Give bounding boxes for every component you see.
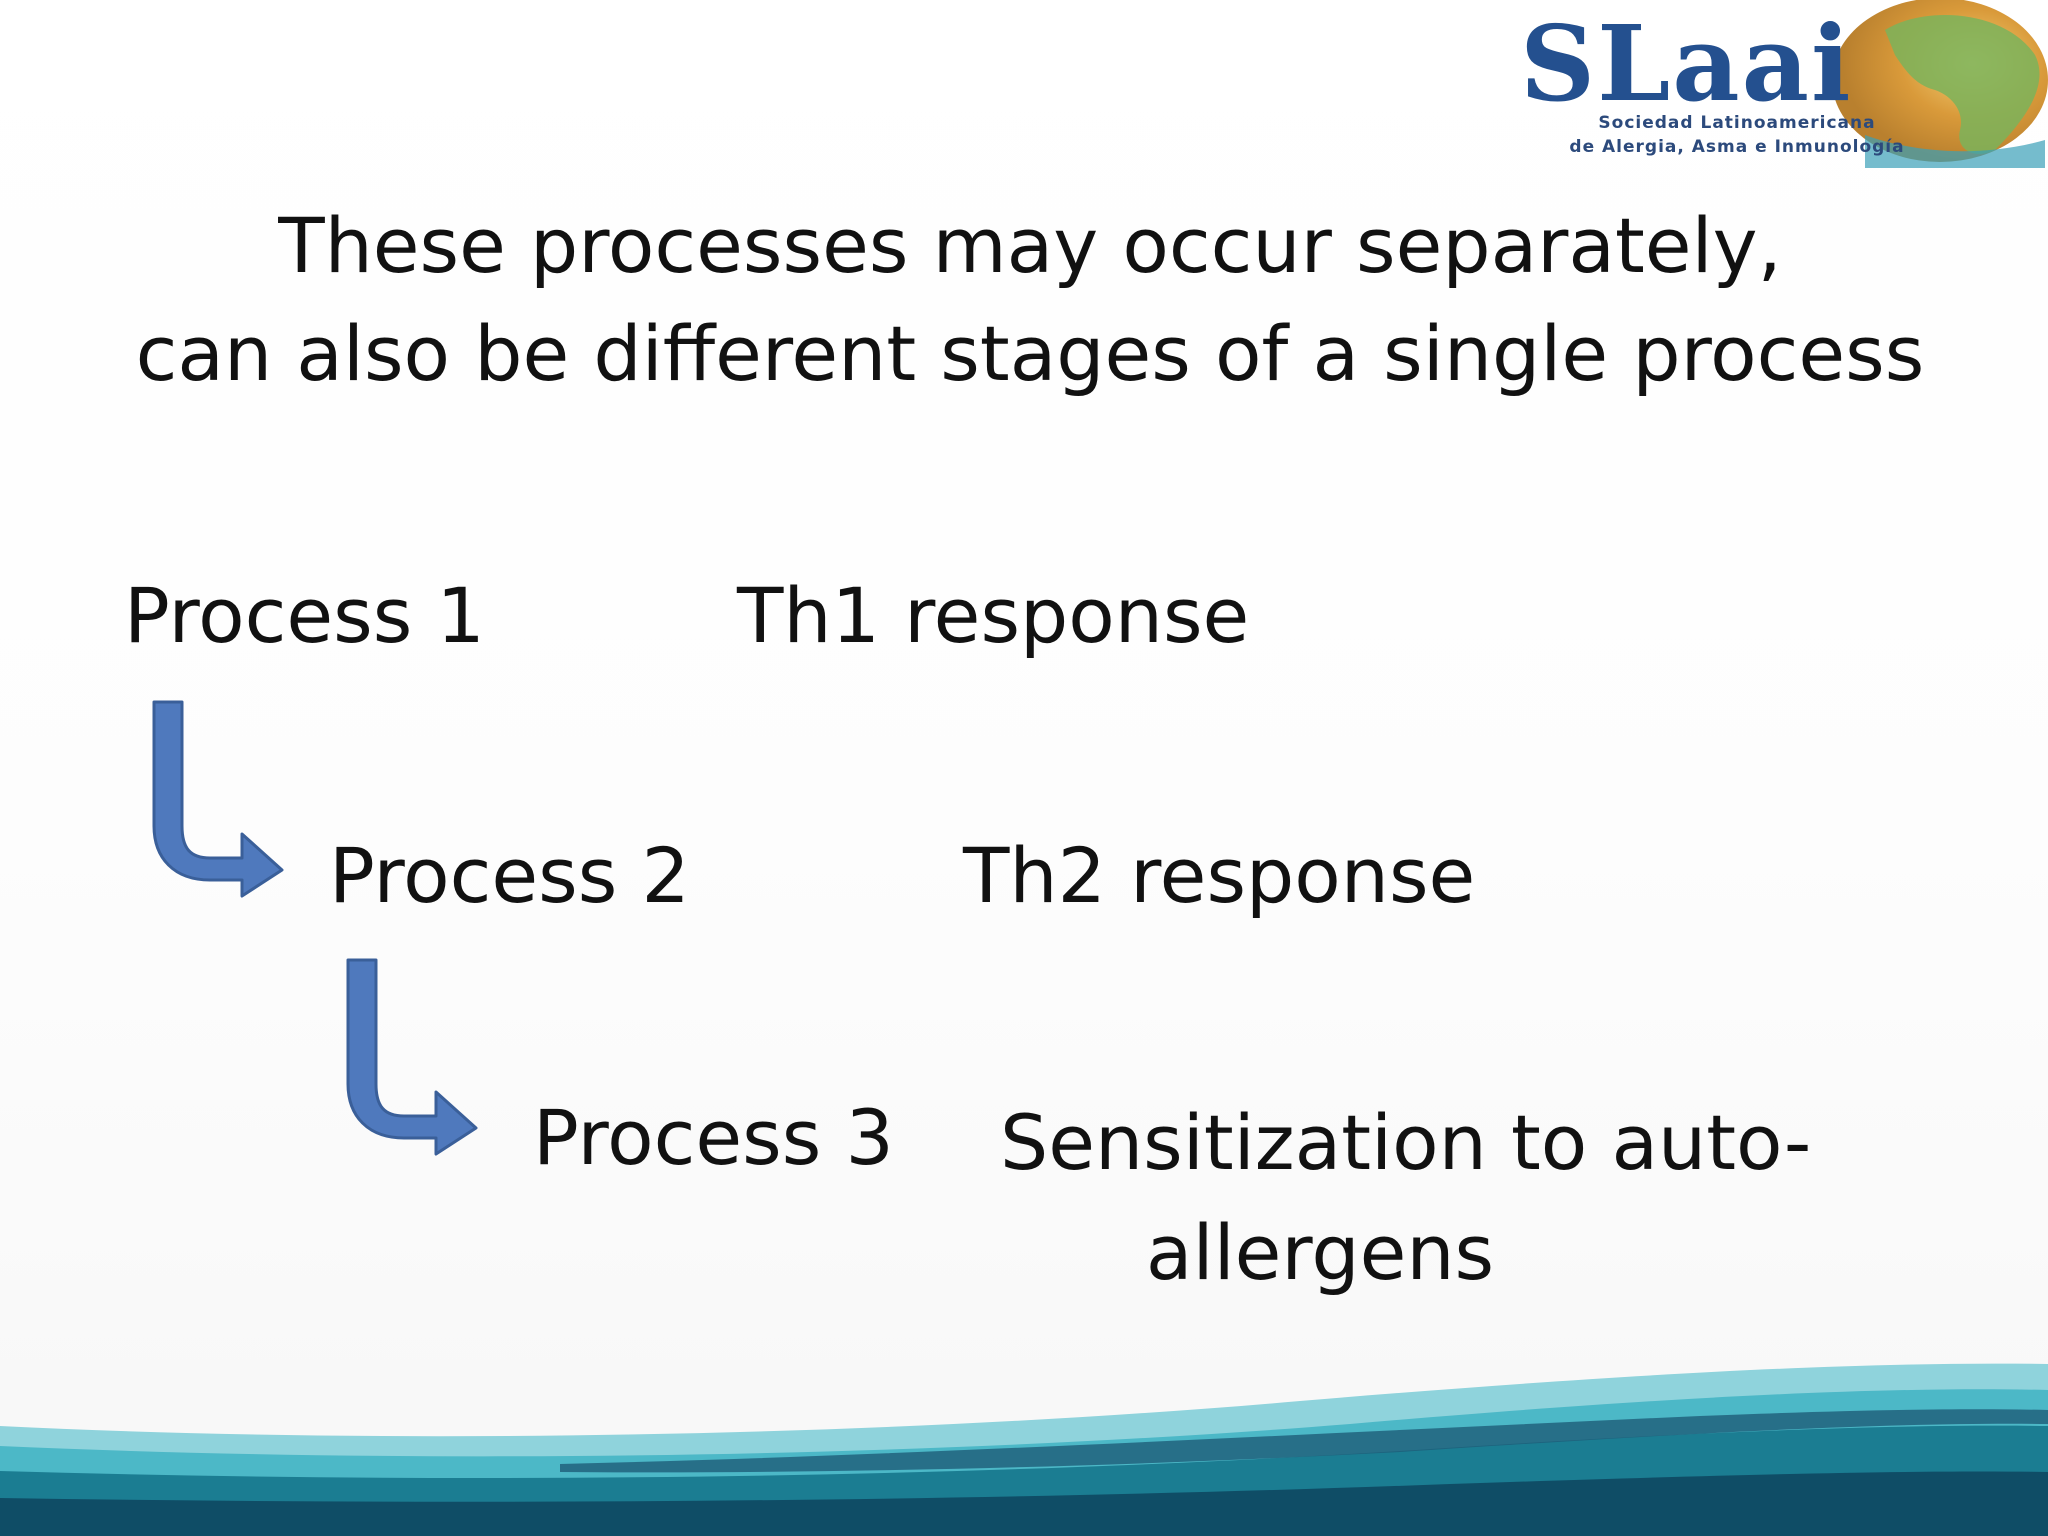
process-3-response-line-1: Sensitization to auto- <box>1000 1098 1812 1187</box>
logo-subtitle-line1: Sociedad Latinoamericana <box>1598 113 1876 133</box>
logo-subtitle-line2: de Alergia, Asma e Inmunología <box>1569 137 1905 157</box>
title-line-1: These processes may occur separately, <box>278 201 1782 290</box>
process-3-response-line-2: allergens <box>1145 1208 1495 1297</box>
slaai-logo: SLaai Sociedad Latinoamericana de Alergi… <box>1505 0 2048 168</box>
process-2-label: Process 2 <box>329 831 690 920</box>
process-1-response: Th1 response <box>737 571 1250 660</box>
process-3-response: Sensitization to auto- allergens <box>1000 1088 1812 1308</box>
process-2-response: Th2 response <box>963 831 1476 920</box>
title-line-2: can also be different stages of a single… <box>135 309 1925 398</box>
bottom-wave <box>0 1363 2048 1536</box>
bent-arrow-icon <box>340 956 480 1166</box>
bent-arrow-icon <box>146 698 286 908</box>
logo-graphic: SLaai <box>1520 0 2048 168</box>
process-1-label: Process 1 <box>124 571 485 660</box>
process-3-label: Process 3 <box>533 1093 894 1182</box>
slide-title: These processes may occur separately, ca… <box>100 192 1960 408</box>
svg-text:SLaai: SLaai <box>1520 2 1853 125</box>
